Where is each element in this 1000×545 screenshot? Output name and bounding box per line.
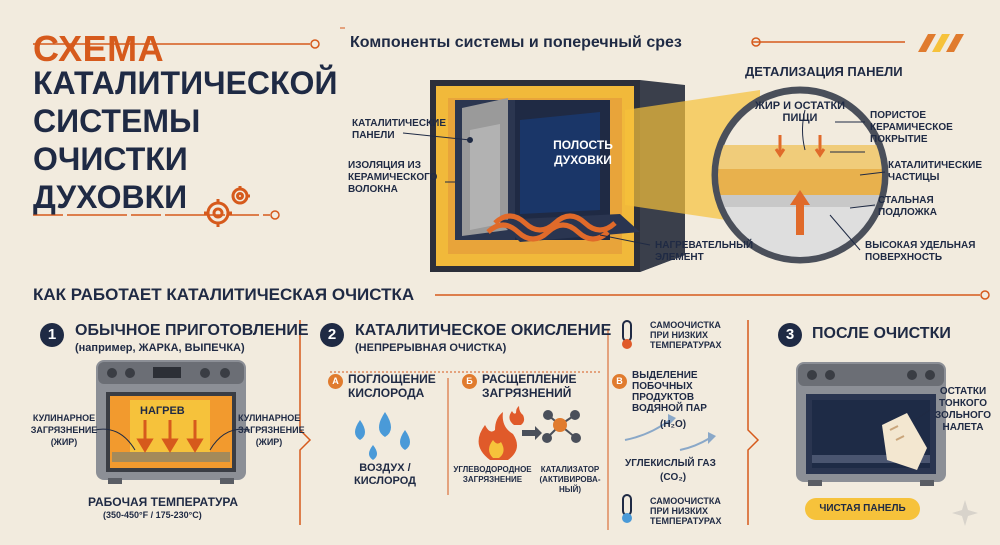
thermometer-icon: [622, 320, 632, 523]
step2a-title: ПОГЛОЩЕНИЕ КИСЛОРОДА: [348, 372, 436, 400]
co2-formula: (CO₂): [660, 472, 687, 483]
gears-icon: [204, 186, 250, 227]
oven-step3-drawing: [796, 362, 946, 486]
how-title: КАК РАБОТАЕТ КАТАЛИТИЧЕСКАЯ ОЧИСТКА: [33, 285, 415, 304]
dirt-left-label: КУЛИНАРНОЕ ЗАГРЯЗНЕНИЕ (ЖИР): [30, 413, 98, 447]
h2o-label: (H₂O): [660, 419, 687, 430]
step2-subtitle: (НЕПРЕРЫВНАЯ ОЧИСТКА): [355, 342, 507, 354]
label-insulation: ИЗОЛЯЦИЯ ИЗ КЕРАМИЧЕСКОГО ВОЛОКНА: [348, 160, 438, 195]
step1-number: 1: [40, 323, 64, 347]
step2b-title: РАСЩЕПЛЕНИЕ ЗАГРЯЗНЕНИЙ: [482, 372, 577, 400]
clean-panel-badge: ЧИСТАЯ ПАНЕЛЬ: [805, 498, 920, 520]
sparkle-icon: [952, 500, 978, 526]
panel-detail-title: ДЕТАЛИЗАЦИЯ ПАНЕЛИ: [745, 64, 903, 79]
work-temp-label: РАБОЧАЯ ТЕМПЕРАТУРА: [88, 495, 239, 509]
step2-number: 2: [320, 323, 344, 347]
step2-title: КАТАЛИТИЧЕСКОЕ ОКИСЛЕНИЕ: [355, 322, 612, 339]
components-title: Компоненты системы и поперечный срез: [350, 34, 682, 51]
catalyst-molecule-icon: [542, 410, 581, 443]
label-heating-element: НАГРЕВАТЕЛЬНЫЙ ЭЛЕМЕНТ: [655, 240, 754, 263]
low-temp-bottom: САМООЧИСТКА ПРИ НИЗКИХ ТЕМПЕРАТУРАХ: [650, 496, 722, 526]
label-particles: КАТАЛИТИЧЕСКИЕ ЧАСТИЦЫ: [888, 160, 983, 183]
step2v-letter: В: [612, 374, 627, 389]
stripes-icon: [918, 34, 964, 52]
dirt-right-label: КУЛИНАРНОЕ ЗАГРЯЗНЕНИЕ (ЖИР): [238, 413, 305, 447]
air-label: ВОЗДУХ / КИСЛОРОД: [353, 462, 416, 487]
step2a-letter: А: [328, 374, 343, 389]
label-grease: ЖИР И ОСТАТКИ ПИЩИ: [754, 100, 846, 124]
step2b-letter: Б: [462, 374, 477, 389]
work-temp-range: (350-450°F / 175-230°C): [103, 510, 202, 520]
oven-step1-drawing: [94, 360, 251, 484]
hydrocarbon-label: УГЛЕВОДОРОДНОЕ ЗАГРЯЗНЕНИЕ: [453, 465, 532, 484]
oven-cross-section: [430, 80, 685, 272]
low-temp-top: САМООЧИСТКА ПРИ НИЗКИХ ТЕМПЕРАТУРАХ: [650, 320, 722, 350]
step1-subtitle: (например, ЖАРКА, ВЫПЕЧКА): [75, 342, 245, 354]
heat-label: НАГРЕВ: [140, 405, 185, 417]
flame-icon: [478, 406, 525, 460]
catalyst-label: КАТАЛИЗАТОР (АКТИВИРОВА-НЫЙ): [539, 465, 601, 494]
byproduct-arrows-icon: [624, 414, 716, 451]
co2-label: УГЛЕКИСЛЫЙ ГАЗ: [625, 458, 716, 469]
label-cavity: ПОЛОСТЬ ДУХОВКИ: [553, 138, 613, 167]
title-main: КАТАЛИТИЧЕСКОЙ СИСТЕМЫ ОЧИСТКИ ДУХОВКИ: [33, 65, 338, 215]
label-porous: ПОРИСТОЕ КЕРАМИЧЕСКОЕ ПОКРЫТИЕ: [870, 110, 953, 145]
label-steel: СТАЛЬНАЯ ПОДЛОЖКА: [878, 195, 937, 218]
water-drops-icon: [355, 412, 410, 460]
step3-number: 3: [778, 323, 802, 347]
step2v-title: ВЫДЕЛЕНИЕ ПОБОЧНЫХ ПРОДУКТОВ ВОДЯНОЙ ПАР: [632, 370, 707, 414]
step3-title: ПОСЛЕ ОЧИСТКИ: [812, 325, 951, 342]
title-line1: СХЕМА: [33, 28, 165, 69]
arrow-icon: [522, 426, 542, 440]
step1-title: ОБЫЧНОЕ ПРИГОТОВЛЕНИЕ: [75, 322, 309, 339]
ash-label: ОСТАТКИ ТОНКОГО ЗОЛЬНОГО НАЛЕТА: [934, 386, 992, 433]
label-catalytic-panels: КАТАЛИТИЧЕСКИЕ ПАНЕЛИ: [352, 118, 447, 141]
label-surface: ВЫСОКАЯ УДЕЛЬНАЯ ПОВЕРХНОСТЬ: [865, 240, 976, 263]
